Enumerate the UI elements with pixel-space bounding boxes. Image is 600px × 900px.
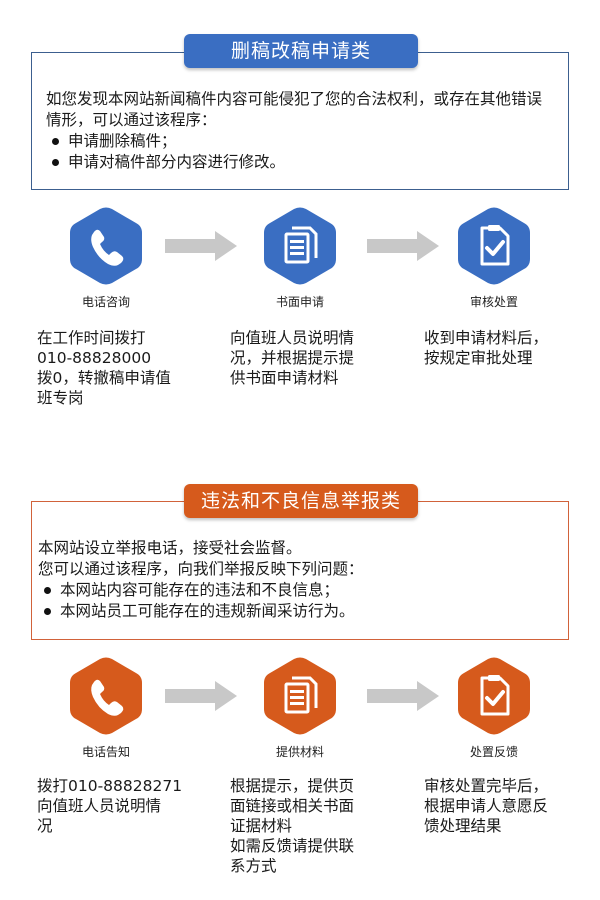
section-delete-edit: 删稿改稿申请类 如您发现本网站新闻稿件内容可能侵犯了您的合法权利，或存在其他错误… xyxy=(0,0,600,440)
desc-line: 供书面申请材料 xyxy=(230,369,339,387)
document-icon xyxy=(264,206,336,286)
desc-line: 按规定审批处理 xyxy=(424,349,533,367)
step-description: 根据提示，提供页 面链接或相关书面 证据材料 如需反馈请提供联 系方式 xyxy=(230,776,400,876)
desc-line: 根据提示，提供页 xyxy=(230,777,355,795)
bullet-text: 申请删除稿件； xyxy=(68,132,177,150)
step-label: 处置反馈 xyxy=(469,745,518,759)
intro-text: 本网站设立举报电话，接受社会监督。 xyxy=(38,539,302,557)
intro-text: 如您发现本网站新闻稿件内容可能侵犯了您的合法权利，或存在其他错误情形，可以通过该… xyxy=(46,90,543,129)
bullet-text: 本网站员工可能存在的违规新闻采访行为。 xyxy=(60,602,355,620)
checklist-icon xyxy=(458,656,530,736)
step-label: 提供材料 xyxy=(275,745,324,759)
desc-line: 拨0，转撤稿申请值 xyxy=(37,369,171,387)
desc-line: 拨打010-88828271 xyxy=(37,777,183,795)
desc-line: 班专岗 xyxy=(37,389,84,407)
bullet-dot xyxy=(52,138,59,145)
desc-line: 如需反馈请提供联 xyxy=(230,837,355,855)
checklist-icon xyxy=(458,206,530,286)
desc-line: 向值班人员说明情 xyxy=(37,797,162,815)
bullet-item: 申请删除稿件； xyxy=(46,131,554,152)
arrow-icon xyxy=(165,679,237,713)
step-label: 书面申请 xyxy=(275,295,324,309)
info-box: 本网站设立举报电话，接受社会监督。 您可以通过该程序，向我们举报反映下列问题： … xyxy=(31,501,569,640)
phone-icon xyxy=(70,656,142,736)
bullet-item: 本网站员工可能存在的违规新闻采访行为。 xyxy=(38,601,554,622)
step-description: 向值班人员说明情 况，并根据提示提 供书面申请材料 xyxy=(230,328,400,388)
step-label: 电话咨询 xyxy=(81,295,130,309)
desc-line: 向值班人员说明情 xyxy=(230,329,355,347)
bullet-text: 本网站内容可能存在的违法和不良信息； xyxy=(60,581,340,599)
arrow-icon xyxy=(367,229,439,263)
desc-line: 馈处理结果 xyxy=(424,817,502,835)
desc-line: 010-88828000 xyxy=(37,349,152,367)
desc-line: 审核处置完毕后， xyxy=(424,777,549,795)
desc-line: 根据申请人意愿反 xyxy=(424,797,549,815)
bullet-item: 本网站内容可能存在的违法和不良信息； xyxy=(38,580,554,601)
info-box: 如您发现本网站新闻稿件内容可能侵犯了您的合法权利，或存在其他错误情形，可以通过该… xyxy=(31,52,569,190)
step-description: 拨打010-88828271 向值班人员说明情 况 xyxy=(37,776,212,836)
document-icon xyxy=(264,656,336,736)
phone-icon xyxy=(70,206,142,286)
desc-line: 况，并根据提示提 xyxy=(230,349,355,367)
arrow-icon xyxy=(165,229,237,263)
bullet-dot xyxy=(44,608,51,615)
desc-line: 面链接或相关书面 xyxy=(230,797,355,815)
section-title: 违法和不良信息举报类 xyxy=(184,484,418,518)
intro-text: 您可以通过该程序，向我们举报反映下列问题： xyxy=(38,560,364,578)
bullet-dot xyxy=(44,587,51,594)
step-description: 在工作时间拨打 010-88828000 拨0，转撤稿申请值 班专岗 xyxy=(37,328,207,408)
desc-line: 收到申请材料后， xyxy=(424,329,549,347)
step-description: 审核处置完毕后， 根据申请人意愿反 馈处理结果 xyxy=(424,776,594,836)
bullet-dot xyxy=(52,159,59,166)
section-title: 删稿改稿申请类 xyxy=(184,34,418,68)
desc-line: 证据材料 xyxy=(230,817,293,835)
desc-line: 况 xyxy=(37,817,53,835)
bullet-item: 申请对稿件部分内容进行修改。 xyxy=(46,152,554,173)
step-description: 收到申请材料后， 按规定审批处理 xyxy=(424,328,594,368)
desc-line: 在工作时间拨打 xyxy=(37,329,146,347)
desc-line: 系方式 xyxy=(230,857,277,875)
bullet-text: 申请对稿件部分内容进行修改。 xyxy=(68,153,286,171)
step-label: 审核处置 xyxy=(469,295,518,309)
step-label: 电话告知 xyxy=(81,745,130,759)
arrow-icon xyxy=(367,679,439,713)
section-report: 违法和不良信息举报类 本网站设立举报电话，接受社会监督。 您可以通过该程序，向我… xyxy=(0,440,600,900)
